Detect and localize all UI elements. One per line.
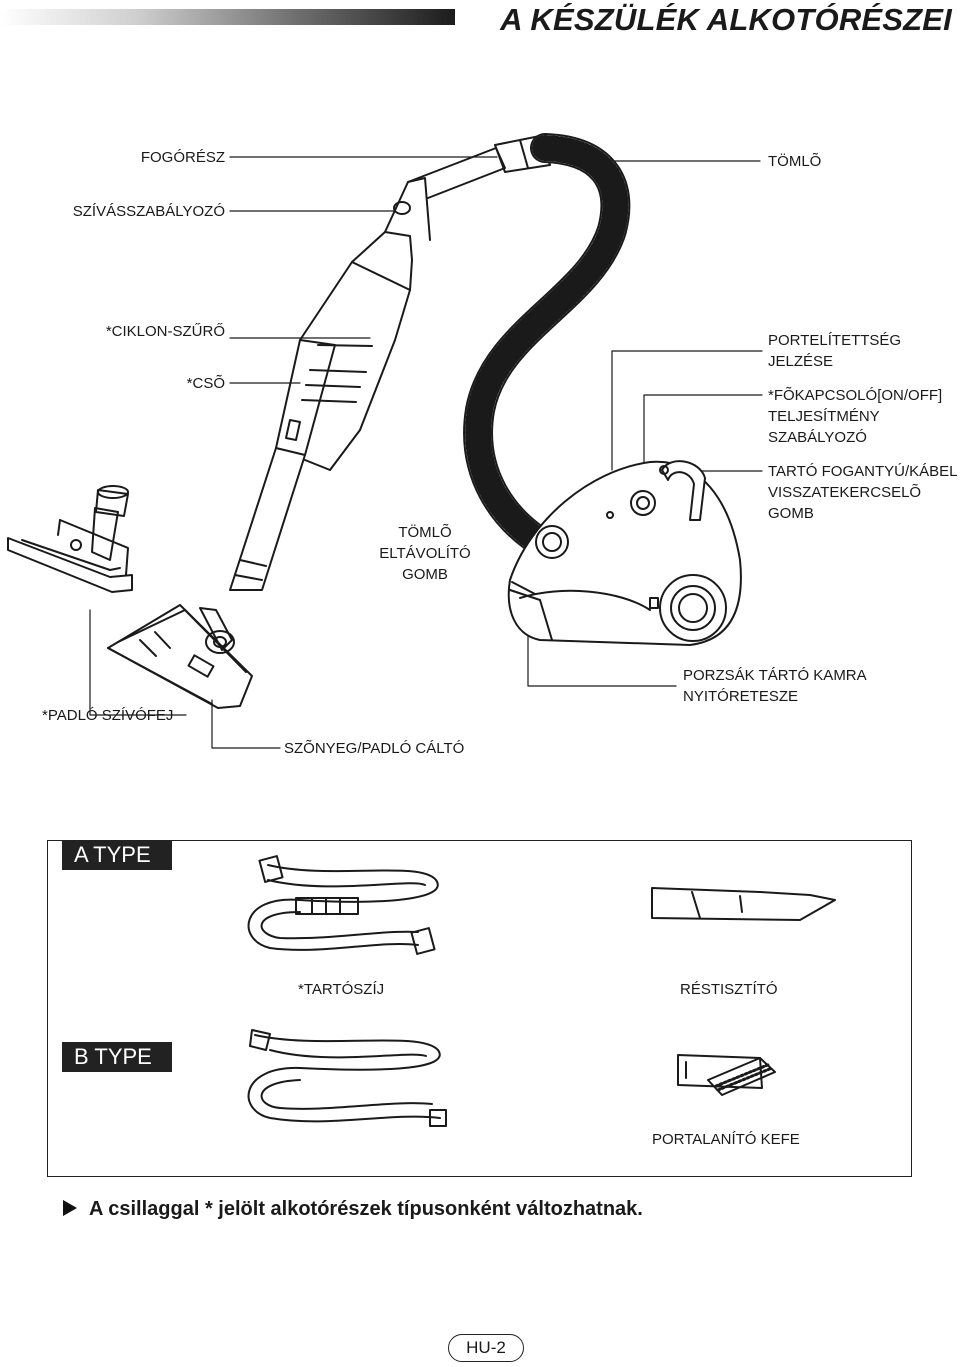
label-dust-latch: PORZSÁK TÁRTÓ KAMRA NYITÓRETESZE (683, 665, 867, 707)
label-power-switch-line-3: SZABÁLYOZÓ (768, 429, 867, 446)
triangle-bullet-icon (63, 1200, 77, 1216)
label-hose: TÖMLÕ (768, 153, 822, 170)
label-hose-release: TÖMLÕ ELTÁVOLÍTÓ GOMB (370, 522, 480, 585)
label-hose-release-line-3: GOMB (402, 566, 448, 583)
canister-body (507, 460, 742, 646)
leader-lines (89, 156, 763, 749)
type-a-tag: A TYPE (62, 840, 172, 870)
type-b-tag: B TYPE (62, 1042, 172, 1072)
label-dusting-brush: PORTALANÍTÓ KEFE (652, 1131, 800, 1148)
label-power-switch: *FÕKAPCSOLÓ[ON/OFF] TELJESÍTMÉNY SZABÁLY… (768, 385, 942, 448)
page-number: HU-2 (448, 1334, 524, 1362)
footnote-text: A csillaggal * jelölt alkotórészek típus… (89, 1198, 643, 1220)
strap-a (247, 855, 439, 955)
strap-b (247, 1029, 447, 1127)
label-dust-indicator: PORTELÍTETTSÉG JELZÉSE (768, 330, 901, 372)
label-tube: *CSÕ (186, 375, 225, 392)
label-hose-release-line-1: TÖMLÕ (398, 524, 452, 541)
page-title: A KÉSZÜLÉK ALKOTÓRÉSZEI (500, 2, 952, 37)
label-suction-regulator: SZÍVÁSSZABÁLYOZÓ (72, 203, 225, 220)
label-hose-release-line-2: ELTÁVOLÍTÓ (379, 545, 471, 562)
label-dust-indicator-line-1: PORTELÍTETTSÉG (768, 332, 902, 349)
label-dust-indicator-line-2: JELZÉSE (768, 353, 834, 370)
label-carpet-switch: SZÕNYEG/PADLÓ CÁLTÓ (284, 740, 465, 757)
label-carry-handle-line-2: VISSZATEKERCSELÕ (768, 484, 922, 501)
label-power-switch-line-2: TELJESÍTMÉNY (768, 408, 880, 425)
label-dust-latch-line-2: NYITÓRETESZE (683, 688, 799, 705)
label-handle: FOGÓRÉSZ (140, 149, 225, 166)
header-gradient-bar (0, 9, 455, 25)
label-strap: *TARTÓSZÍJ (298, 981, 385, 998)
footnote: A csillaggal * jelölt alkotórészek típus… (63, 1198, 643, 1221)
floor-nozzle (107, 604, 253, 709)
accessories-box (47, 840, 912, 1177)
label-floor-nozzle: *PADLÓ SZÍVÓFEJ (42, 707, 174, 724)
label-cyclone-filter: *CIKLON-SZŰRŐ (105, 323, 225, 340)
label-carry-handle-line-1: TARTÓ FOGANTYÚ/KÁBEL (768, 463, 958, 480)
floor-nozzle-spare (7, 485, 133, 593)
label-power-switch-line-1: *FÕKAPCSOLÓ[ON/OFF] (768, 387, 943, 404)
label-crevice-tool: RÉSTISZTÍTÓ (680, 981, 778, 998)
label-dust-latch-line-1: PORZSÁK TÁRTÓ KAMRA (683, 667, 867, 684)
label-carry-handle-line-3: GOMB (768, 505, 814, 522)
crevice-tool (651, 887, 836, 921)
wand-tube (229, 135, 551, 591)
hose (463, 133, 631, 563)
label-carry-handle: TARTÓ FOGANTYÚ/KÁBEL VISSZATEKERCSELÕ GO… (768, 461, 957, 524)
dusting-brush (677, 1054, 776, 1096)
